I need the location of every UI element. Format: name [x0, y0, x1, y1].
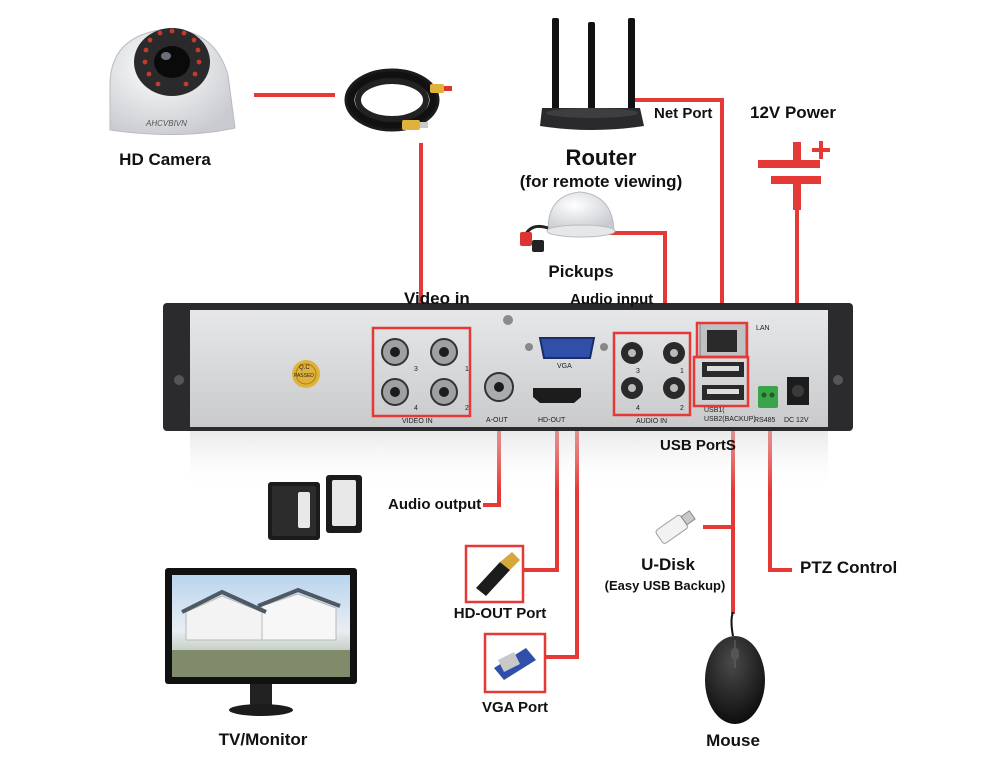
audio-input-label: Audio input [570, 291, 654, 308]
highlight-boxes [371, 321, 750, 418]
hdmi-cable-icon [464, 544, 525, 604]
panel-usb1-text: USB1( [704, 407, 725, 414]
dvr-rear-panel [163, 303, 853, 491]
panel-video-ch1: 1 [465, 366, 469, 373]
vga-cable-icon [483, 632, 547, 694]
panel-lan-text: LAN [756, 325, 770, 332]
panel-hd-out-text: HD-OUT [538, 417, 566, 424]
tv-monitor-icon [165, 568, 357, 716]
dome-camera-icon: AHCVBIVN [109, 28, 236, 136]
speakers-icon [268, 475, 362, 540]
router-sublabel: (for remote viewing) [519, 172, 683, 191]
audio-output-label: Audio output [388, 496, 482, 513]
panel-audio-ch1: 1 [680, 368, 684, 375]
tv-monitor-label: TV/Monitor [218, 730, 308, 749]
hd-out-port [533, 388, 581, 403]
hd-camera-label: HD Camera [119, 150, 211, 169]
panel-qc-text: Q.C [299, 365, 310, 371]
panel-video-ch2: 2 [465, 405, 469, 412]
panel-audio-in-text: AUDIO IN [636, 418, 668, 425]
panel-usb2-text: USB2(BACKUP) [704, 416, 756, 423]
pickups-label: Pickups [548, 262, 614, 281]
net-port-label: Net Port [654, 105, 713, 122]
pickup-microphone-icon [520, 191, 616, 252]
usb-stick-icon [655, 510, 696, 544]
router-label: Router [565, 145, 637, 170]
panel-a-out-text: A-OUT [486, 417, 508, 424]
panel-vga-text: VGA [557, 363, 572, 370]
power-symbol-icon [758, 141, 830, 210]
router-icon [540, 18, 644, 130]
ptz-control-label: PTZ Control [800, 558, 898, 577]
panel-video-in-text: VIDEO IN [402, 418, 433, 425]
u-disk-label: U-Disk [641, 555, 695, 574]
power-label: 12V Power [750, 103, 836, 122]
video-in-bnc-ports [381, 338, 458, 406]
panel-video-ch4: 4 [414, 405, 418, 412]
usb-ports-label: USB PortS [660, 437, 736, 454]
panel-audio-ch3: 3 [636, 368, 640, 375]
panel-audio-ch2: 2 [680, 405, 684, 412]
panel-audio-ch4: 4 [636, 405, 640, 412]
camera-brand-text: AHCVBIVN [145, 119, 187, 128]
video-in-label: Video in [404, 289, 470, 308]
bnc-cable-icon [344, 68, 452, 132]
panel-rs485-text: RS485 [754, 417, 776, 424]
panel-dc12v-text: DC 12V [784, 417, 809, 424]
mouse-icon [705, 611, 765, 724]
panel-qc-passed-text: PASSED [294, 373, 314, 379]
mouse-label: Mouse [706, 731, 760, 750]
vga-port-label: VGA Port [481, 699, 549, 716]
vga-port [525, 337, 608, 359]
hd-out-port-label: HD-OUT Port [453, 605, 547, 622]
panel-video-ch3: 3 [414, 366, 418, 373]
u-disk-sublabel: (Easy USB Backup) [604, 578, 726, 593]
audio-in-rca-ports [621, 342, 685, 399]
